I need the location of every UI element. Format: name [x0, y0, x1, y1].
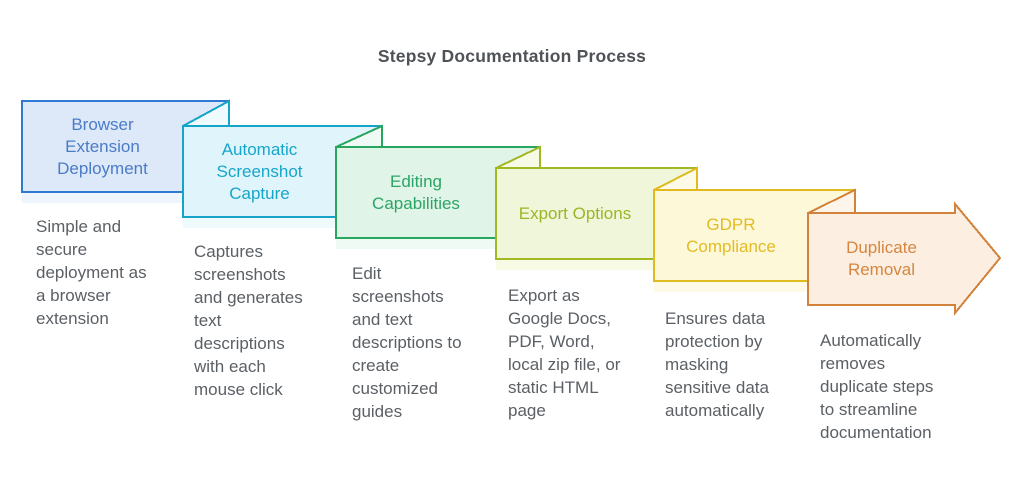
step5-bottom-fold-strip: [654, 281, 855, 292]
step6-description: Automatically removes duplicate steps to…: [820, 331, 934, 442]
diagram-title: Stepsy Documentation Process: [377, 46, 647, 66]
step2-description: Captures screenshots and generates text …: [194, 242, 303, 399]
step6-label: Duplicate Removal: [846, 238, 917, 279]
step3-bottom-fold-strip: [336, 238, 540, 249]
step4-label: Export Options: [518, 203, 632, 223]
step2-label: Automatic Screenshot Capture: [216, 139, 303, 203]
step6-arrow-shape: [807, 201, 1002, 316]
step2-bottom-fold-strip: [183, 217, 382, 228]
step1-bottom-fold-strip: [22, 192, 229, 203]
step3-description: Edit screenshots and text descriptions t…: [352, 264, 462, 421]
step3-label: Editing Capabilities: [372, 171, 460, 213]
step5-description: Ensures data protection by masking sensi…: [665, 309, 769, 420]
step4-description: Export as Google Docs, PDF, Word, local …: [508, 286, 621, 420]
step4-bottom-fold-strip: [496, 259, 697, 270]
step1-label: Browser Extension Deployment: [57, 114, 148, 178]
step5-label: GDPR Compliance: [686, 214, 776, 256]
step1-description: Simple and secure deployment as a browse…: [36, 217, 147, 328]
